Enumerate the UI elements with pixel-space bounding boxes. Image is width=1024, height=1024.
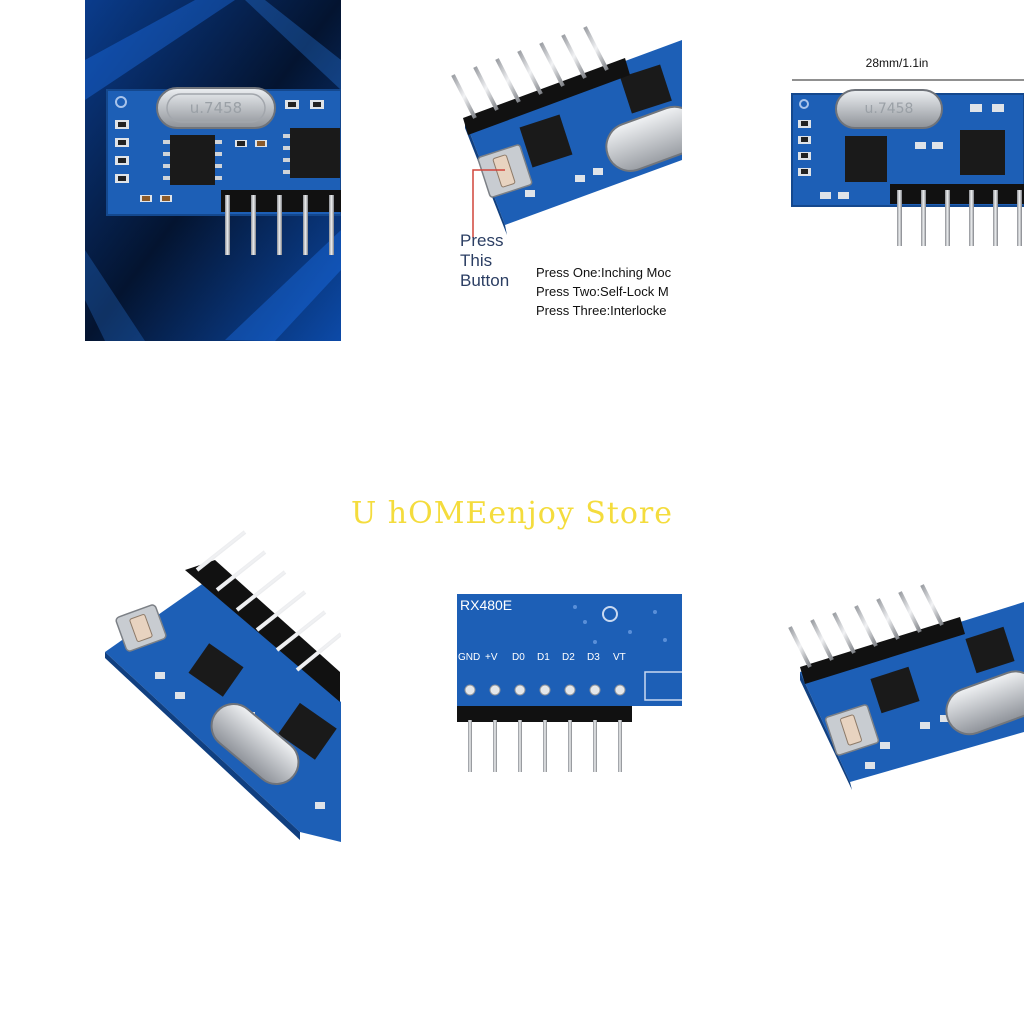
mode-press-one: Press One:Inching Moc bbox=[536, 265, 672, 280]
pin-label-d2: D2 bbox=[562, 652, 575, 663]
pin-label-vt: VT bbox=[613, 652, 626, 663]
header-pins bbox=[890, 184, 1024, 246]
header-pins bbox=[457, 706, 632, 772]
photo-dimension: 28mm/1.1in bbox=[770, 0, 1024, 341]
photo-module-dark-background: u.7458 bbox=[85, 0, 341, 341]
header-pins bbox=[185, 530, 341, 702]
model-label: RX480E bbox=[460, 597, 512, 613]
pin-label-gnd: GND bbox=[458, 652, 480, 663]
photo-module-back-pinout: RX480E GND +V D0 D1 D2 D3 VT bbox=[425, 512, 682, 853]
crystal-marking: u.7458 bbox=[865, 101, 914, 117]
crystal-oscillator bbox=[210, 703, 300, 785]
crystal-oscillator bbox=[605, 105, 682, 172]
photo-module-angled bbox=[85, 512, 341, 853]
photo-press-button-instructions: Press This Button Press One:Inching Moc … bbox=[425, 0, 682, 341]
tact-switch[interactable] bbox=[824, 704, 880, 756]
header-pins bbox=[788, 584, 965, 684]
pin-label-vplus: +V bbox=[485, 652, 498, 663]
crystal-oscillator bbox=[945, 670, 1024, 736]
header-pins bbox=[221, 190, 341, 255]
button-label-line-3: Button bbox=[460, 271, 510, 290]
mode-press-three: Press Three:Interlocke bbox=[536, 303, 667, 318]
photo-module-angled-right bbox=[770, 512, 1024, 853]
button-label-line-1: Press bbox=[460, 231, 504, 250]
pin-label-d3: D3 bbox=[587, 652, 600, 663]
header-pins bbox=[451, 26, 630, 135]
crystal-oscillator: u.7458 bbox=[156, 87, 276, 129]
mode-press-two: Press Two:Self-Lock M bbox=[536, 284, 669, 299]
pcb-board-back: RX480E GND +V D0 D1 D2 D3 VT bbox=[457, 594, 682, 706]
callout-line bbox=[472, 169, 505, 238]
button-label-line-2: This bbox=[460, 251, 493, 270]
dimension-label: 28mm/1.1in bbox=[865, 56, 929, 70]
tact-switch[interactable] bbox=[477, 144, 533, 198]
pin-label-d1: D1 bbox=[537, 652, 550, 663]
pin-label-d0: D0 bbox=[512, 652, 525, 663]
tact-switch[interactable] bbox=[115, 604, 167, 652]
store-watermark: U hOMEenjoy Store bbox=[350, 496, 674, 531]
crystal-marking: u.7458 bbox=[190, 99, 242, 117]
crystal-oscillator: u.7458 bbox=[835, 89, 943, 129]
